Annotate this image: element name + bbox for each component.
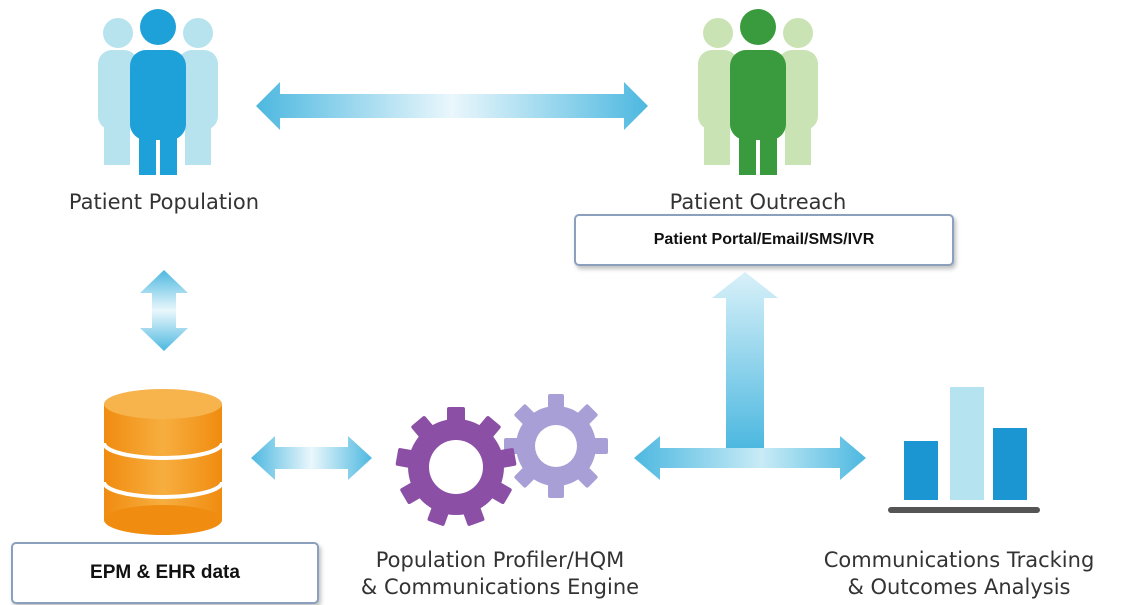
- double-arrow-icon: [251, 436, 372, 480]
- patient-population-label: Patient Population: [68, 190, 260, 214]
- double-arrow-icon: [256, 82, 648, 130]
- outreach-channels-box: Patient Portal/Email/SMS/IVR: [574, 214, 954, 266]
- engine-label-line2: & Communications Engine: [360, 575, 640, 599]
- engine-label-line1: Population Profiler/HQM: [375, 548, 625, 572]
- t-junction-arrow-icon: [634, 272, 866, 480]
- gears-icon: [395, 394, 608, 526]
- tracking-label-line1: Communications Tracking: [823, 548, 1095, 572]
- database-icon: [102, 389, 224, 535]
- double-arrow-icon: [140, 270, 188, 351]
- people-group-icon: [98, 9, 218, 175]
- data-source-box: EPM & EHR data: [11, 542, 319, 604]
- tracking-label-line2: & Outcomes Analysis: [847, 575, 1071, 599]
- bar-chart-icon: [888, 387, 1040, 513]
- patient-outreach-label: Patient Outreach: [669, 190, 847, 214]
- people-group-icon: [698, 9, 818, 175]
